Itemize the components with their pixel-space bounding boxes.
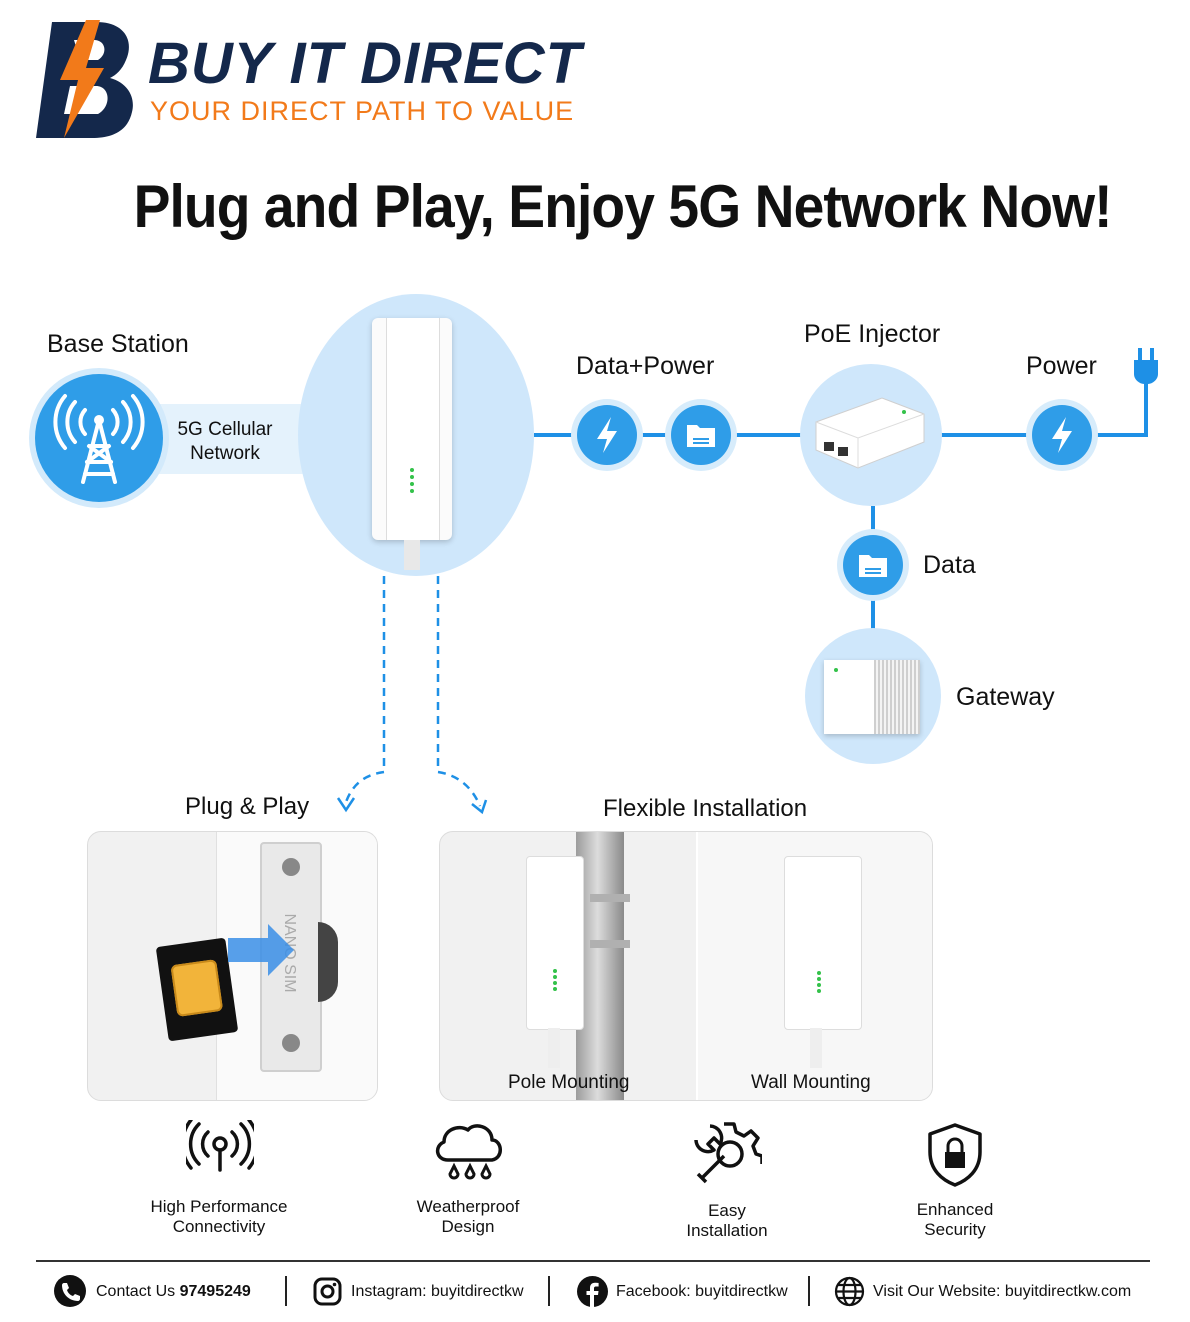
footer-contact[interactable]: Contact Us 97495249 bbox=[96, 1283, 251, 1301]
gear-wrench-icon bbox=[694, 1122, 762, 1184]
data-power-label: Data+Power bbox=[576, 352, 715, 380]
footer-website[interactable]: Visit Our Website: buyitdirectkw.com bbox=[873, 1283, 1132, 1300]
poe-injector-device bbox=[812, 392, 926, 472]
brand-name: BUY IT DIRECT bbox=[148, 31, 583, 96]
footer-instagram[interactable]: Instagram: buyitdirectkw bbox=[351, 1283, 524, 1300]
data-label: Data bbox=[923, 551, 976, 579]
flexible-installation-title: Flexible Installation bbox=[603, 795, 808, 822]
sim-card bbox=[155, 937, 239, 1042]
cell-tower-icon bbox=[53, 394, 145, 484]
footer-separator-2 bbox=[548, 1276, 550, 1306]
feature-security-label: Enhanced Security bbox=[845, 1200, 1065, 1240]
facebook-icon bbox=[577, 1276, 608, 1307]
mounting-pole bbox=[576, 832, 624, 1100]
insert-arrow-icon bbox=[228, 924, 294, 976]
wall-mounted-device bbox=[784, 856, 862, 1030]
footer-separator-3 bbox=[808, 1276, 810, 1306]
feature-performance-line1: High Performance bbox=[150, 1197, 288, 1216]
wall-mounting-label: Wall Mounting bbox=[751, 1072, 871, 1093]
plug-play-panel: NANO SIM bbox=[87, 831, 378, 1101]
pole-mounting-label: Pole Mounting bbox=[508, 1072, 630, 1093]
connection-line-power-up bbox=[1144, 392, 1148, 437]
base-station-label: Base Station bbox=[47, 330, 189, 358]
data-folder-icon-2 bbox=[843, 535, 903, 595]
page-headline: Plug and Play, Enjoy 5G Network Now! bbox=[133, 173, 1113, 240]
phone-icon bbox=[54, 1275, 86, 1307]
lightning-icon bbox=[577, 405, 637, 465]
signal-icon bbox=[186, 1120, 254, 1172]
feature-weatherproof-line1: Weatherproof bbox=[416, 1197, 520, 1216]
feature-installation-line1: Easy bbox=[708, 1201, 746, 1220]
flexible-installation-panel: Pole Mounting Wall Mounting bbox=[439, 831, 933, 1101]
feature-installation-label: Easy Installation bbox=[617, 1201, 837, 1241]
feature-security-line2: Security bbox=[924, 1220, 986, 1239]
power-lightning-icon bbox=[1032, 405, 1092, 465]
footer-separator bbox=[285, 1276, 287, 1306]
pole-mounted-device bbox=[526, 856, 584, 1030]
cpe-device bbox=[372, 318, 452, 570]
plug-play-title: Plug & Play bbox=[185, 793, 310, 820]
feature-performance-label: High Performance Connectivity bbox=[109, 1197, 329, 1237]
shield-lock-icon bbox=[928, 1123, 982, 1187]
globe-icon bbox=[834, 1276, 865, 1307]
feature-weatherproof-label: Weatherproof Design bbox=[358, 1197, 578, 1237]
cellular-network-label: 5G Cellular Network bbox=[170, 418, 280, 466]
cellular-label-line2: Network bbox=[190, 443, 260, 464]
contact-prefix: Contact Us bbox=[96, 1283, 180, 1300]
footer-facebook[interactable]: Facebook: buyitdirectkw bbox=[616, 1283, 788, 1300]
instagram-icon bbox=[313, 1277, 342, 1306]
feature-performance-line2: Connectivity bbox=[172, 1217, 266, 1236]
sim-chip-icon bbox=[170, 959, 224, 1017]
gateway-label: Gateway bbox=[956, 683, 1055, 711]
data-folder-icon bbox=[671, 405, 731, 465]
dashed-arrows bbox=[336, 576, 488, 815]
cloud-rain-icon bbox=[435, 1124, 502, 1180]
feature-weatherproof-line2: Design bbox=[441, 1217, 495, 1236]
footer-divider bbox=[36, 1260, 1150, 1262]
power-plug-icon bbox=[1134, 348, 1158, 394]
contact-number: 97495249 bbox=[179, 1283, 251, 1300]
gateway-device bbox=[824, 660, 920, 734]
brand-logo bbox=[34, 20, 138, 140]
power-label: Power bbox=[1026, 352, 1097, 380]
cellular-band bbox=[130, 404, 330, 474]
feature-installation-line2: Installation bbox=[686, 1221, 768, 1240]
poe-injector-label: PoE Injector bbox=[804, 320, 941, 348]
feature-security-line1: Enhanced bbox=[916, 1200, 994, 1219]
cellular-label-line1: 5G Cellular bbox=[177, 419, 273, 440]
brand-tagline: YOUR DIRECT PATH TO VALUE bbox=[150, 96, 575, 126]
base-station-circle bbox=[35, 374, 163, 502]
